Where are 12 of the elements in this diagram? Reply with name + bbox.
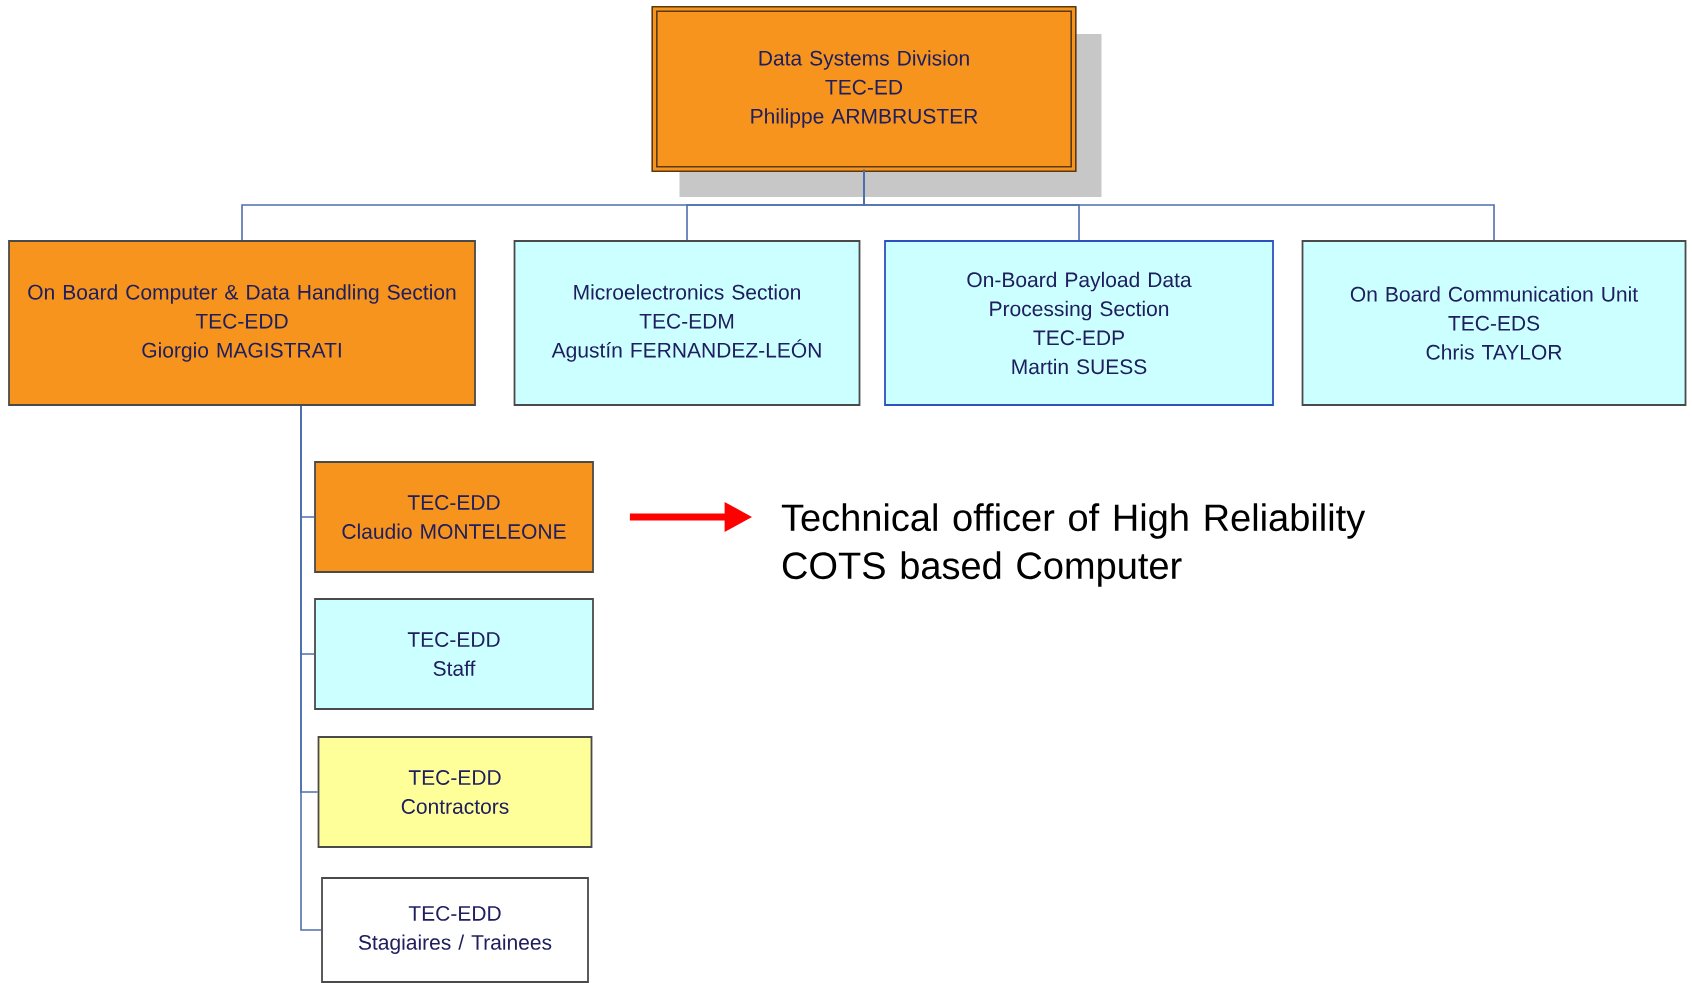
connector-line [863, 169, 1495, 241]
annotation-text: Technical officer of High Reliability COTS based Computer [781, 503, 1366, 587]
org-box: On Board Computer & Data Handling Section TEC-EDD Giorgio MAGISTRATI [8, 240, 476, 406]
org-box: Data Systems Division TEC-ED Philippe ARMBRUSTER [651, 5, 1077, 173]
org-box: TEC-EDD Stagiaires / Trainees [321, 877, 589, 983]
connector-line [300, 405, 322, 931]
org-box: TEC-EDD Contractors [317, 736, 593, 848]
org-box: On-Board Payload Data Processing Section TEC-EDP Martin SUESS [884, 240, 1274, 406]
org-box: On Board Communication Unit TEC-EDS Chris TAYLOR [1301, 240, 1687, 406]
org-box: TEC-EDD Claudio MONTELEONE [314, 461, 594, 573]
org-box: TEC-EDD Staff [314, 598, 594, 710]
org-box: Microelectronics Section TEC-EDM Agustín FERNANDEZ-LEÓN [513, 240, 861, 406]
